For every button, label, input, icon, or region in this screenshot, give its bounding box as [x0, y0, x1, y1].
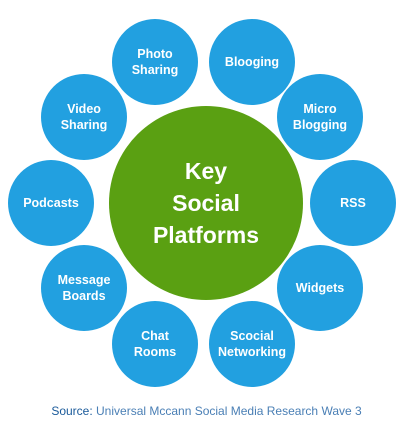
label-line: Micro [303, 102, 337, 116]
label-line: Sharing [132, 63, 179, 77]
platform-node: Widgets [277, 245, 363, 331]
label-line: Chat [141, 329, 170, 343]
label-line: Social [172, 190, 240, 216]
platform-circle [112, 301, 198, 387]
source-text: Universal Mccann Social Media Research W… [96, 404, 362, 418]
platform-node: RSS [310, 160, 396, 246]
platform-circle [277, 74, 363, 160]
platform-circle [41, 74, 127, 160]
label-line: Podcasts [23, 196, 79, 210]
platform-circle [41, 245, 127, 331]
label-line: Scocial [230, 329, 274, 343]
platform-label: RSS [340, 196, 366, 210]
label-line: Video [67, 102, 101, 116]
label-line: Blogging [293, 118, 347, 132]
label-line: Boards [62, 289, 105, 303]
label-line: Networking [218, 345, 286, 359]
platform-circle [209, 19, 295, 105]
platform-node: Podcasts [8, 160, 94, 246]
label-line: Rooms [134, 345, 176, 359]
label-line: Key [185, 158, 227, 184]
label-line: Blooging [225, 55, 279, 69]
platform-circle [209, 301, 295, 387]
platform-circle [310, 160, 396, 246]
label-line: Sharing [61, 118, 108, 132]
platform-label: Widgets [296, 281, 345, 295]
label-line: Platforms [153, 222, 259, 248]
platform-label: Blooging [225, 55, 279, 69]
source-label: Source: [51, 404, 93, 418]
platform-label: Podcasts [23, 196, 79, 210]
label-line: RSS [340, 196, 366, 210]
center-circle [109, 106, 303, 300]
platform-circle [8, 160, 94, 246]
platform-circle [277, 245, 363, 331]
source-caption: Source: Universal Mccann Social Media Re… [0, 404, 413, 418]
label-line: Widgets [296, 281, 345, 295]
label-line: Message [58, 273, 111, 287]
platform-node: Blooging [209, 19, 295, 105]
platform-circle [112, 19, 198, 105]
label-line: Photo [137, 47, 173, 61]
